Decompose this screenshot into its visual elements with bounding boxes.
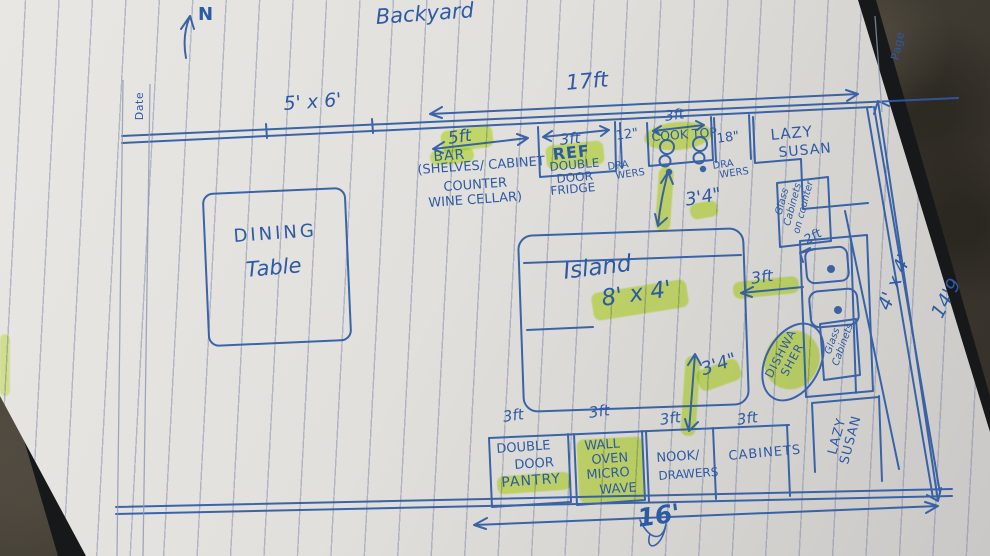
dim-3ft-island-arrow: [741, 287, 803, 297]
cooktop-box: [647, 117, 713, 166]
bottom-row-top-line: [489, 425, 789, 438]
counter-strip: [851, 239, 856, 393]
sink-basin-2: [809, 288, 860, 328]
label-drawers12-len: 12": [614, 125, 640, 144]
faucet-dot: [835, 307, 841, 313]
label-island-side-dim: 3ft: [749, 265, 775, 288]
label-lazy-top-1: LAZY: [769, 122, 814, 144]
dishwasher-oval: [750, 313, 836, 411]
label-dining-2: Table: [244, 253, 303, 282]
burner: [660, 140, 674, 154]
dim-gap-top-arrow: [655, 172, 673, 226]
bottom-wall: [116, 489, 952, 514]
dim-fridge-arrow: [543, 126, 609, 141]
dim-17ft-arrow: [430, 90, 858, 118]
scribble-correction: [640, 520, 666, 546]
glass-cabinet-upper-box: [777, 177, 831, 247]
sink-basin-1: [805, 246, 850, 284]
label-date: Date: [133, 91, 147, 121]
dim-14ft9-arrow: [874, 101, 941, 501]
label-bottom-dim-2: 3ft: [587, 401, 611, 422]
lazy-susan-bottom-box: [812, 396, 882, 481]
label-north: N: [198, 4, 214, 25]
knob: [701, 167, 705, 171]
label-bottom-dim-1: 3ft: [501, 405, 525, 426]
dim-bar-arrow: [433, 134, 528, 153]
dim-2ft-tick: [800, 248, 815, 262]
label-bar-len: 5ft: [446, 125, 473, 149]
label-cooktop-len: 3ft: [663, 106, 686, 125]
date-margin-lines: [117, 80, 150, 556]
drawer18-separators: [714, 115, 751, 162]
sink-counter: [800, 235, 873, 397]
island-inner-lines: [524, 255, 741, 330]
north-arrow: [181, 16, 194, 58]
burner: [660, 156, 671, 167]
faucet-dot: [828, 266, 834, 272]
highlight-smudge: [0, 334, 10, 396]
label-nook-1: NOOK/: [655, 447, 700, 466]
dim-gap-bottom-arrow: [685, 354, 701, 431]
label-bottom-dim-3: 3ft: [658, 408, 682, 429]
label-oven-3: MICRO: [585, 464, 631, 483]
dim-16ft-arrow: [474, 502, 938, 529]
dim-cooktop-arrow: [653, 121, 704, 135]
label-dim-17ft: 17ft: [564, 67, 610, 95]
island-outline: [518, 228, 749, 412]
page-margin-line: [875, 16, 882, 112]
label-oven-4: WAVE: [598, 480, 638, 498]
label-bottom-dim-4: 3ft: [735, 408, 759, 429]
label-window-dim: 5' x 6': [282, 88, 343, 115]
label-drawers18-len: 18": [715, 128, 741, 147]
window-ticks: [266, 119, 373, 138]
label-pantry-2: DOOR: [513, 455, 555, 473]
dining-table-outline: [203, 188, 351, 346]
top-wall: [122, 98, 958, 143]
drawer12-separator: [620, 123, 622, 168]
lazy-susan-top-box: [753, 117, 868, 209]
fridge-box: [538, 122, 616, 177]
burner: [694, 153, 705, 164]
bottom-separators: [646, 425, 790, 502]
burner: [693, 137, 707, 151]
label-dim-16ft: 16': [635, 498, 682, 533]
